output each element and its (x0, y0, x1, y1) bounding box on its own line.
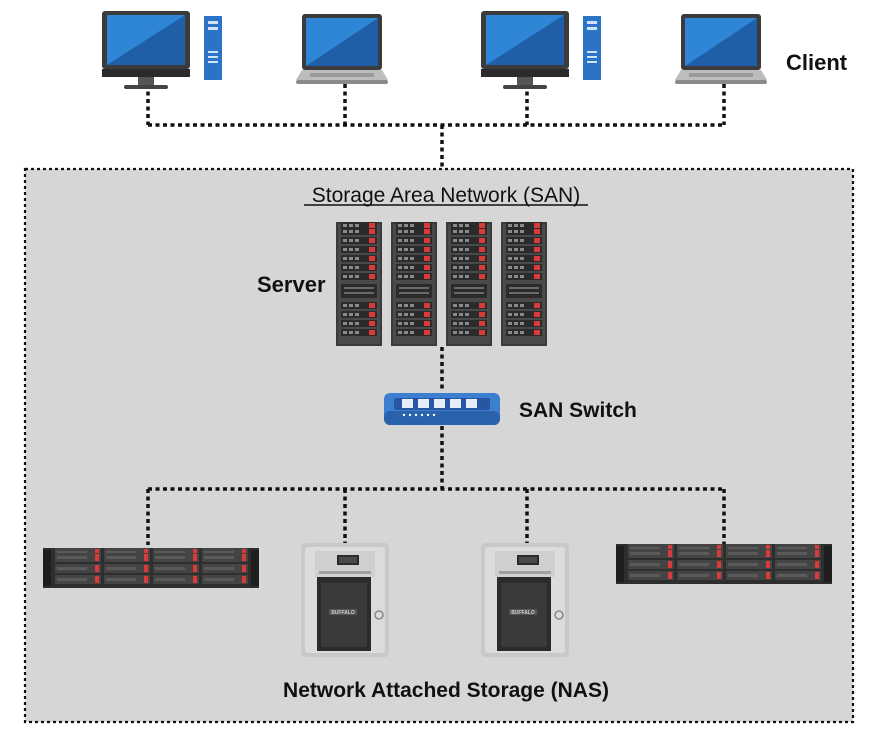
rack-storage-2 (616, 544, 832, 584)
nas-label: Network Attached Storage (NAS) (283, 679, 609, 702)
nas-brand-2: BUFFALO (511, 610, 535, 616)
server-label: Server (257, 272, 326, 297)
san-region (23, 167, 855, 724)
nas-tower-2: BUFFALO (480, 542, 570, 658)
san-switch-label: SAN Switch (519, 399, 637, 422)
nas-brand-1: BUFFALO (331, 610, 355, 616)
server-rack-1 (336, 222, 382, 346)
client-desktop-1 (102, 11, 222, 89)
rack-storage-1 (43, 548, 259, 588)
san-switch (384, 393, 500, 425)
network-links (146, 84, 726, 545)
server-rack-3 (446, 222, 492, 346)
client-laptop-1 (296, 14, 388, 84)
nas-tower-1: BUFFALO (300, 542, 390, 658)
client-laptop-2 (675, 14, 767, 84)
server-rack-2 (391, 222, 437, 346)
server-rack-4 (501, 222, 547, 346)
client-label: Client (786, 50, 848, 75)
client-desktop-2 (481, 11, 601, 89)
san-title: Storage Area Network (SAN) (312, 184, 580, 207)
